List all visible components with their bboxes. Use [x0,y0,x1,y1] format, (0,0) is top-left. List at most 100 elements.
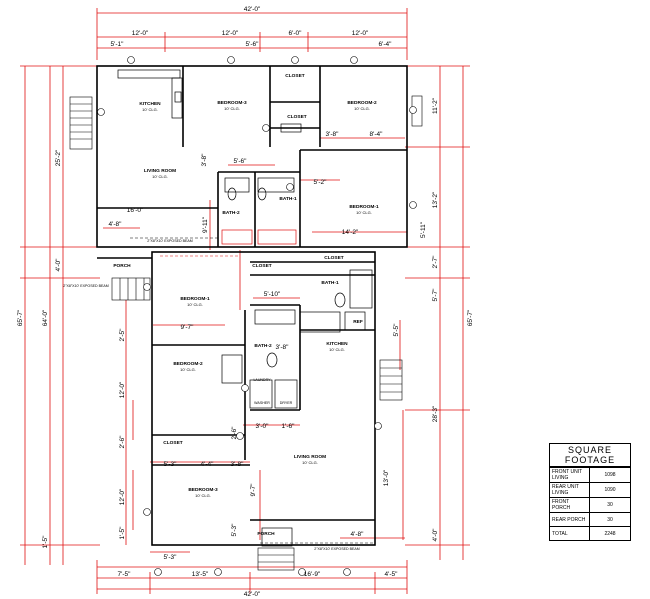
dim-bottom-2: 13'-5" [192,571,209,578]
interior-dimensions: 16'-0" 4'-8" 14'-2" 3'-8" 8'-4" 5'-6" 5'… [109,131,400,538]
dim-int-i: 5'-10" [264,291,281,298]
table-row: FRONT PORCH 30 [550,497,630,513]
dim-left-3: 4'-0" [55,258,62,272]
dim-right-2: 13'-2" [432,191,439,208]
dim-int-j: 9'-7" [181,324,195,331]
dim-left-6: 2'-6" [119,435,126,449]
dim-int-h: 9'-11" [202,216,209,233]
table-row: TOTAL 2248 [550,526,630,540]
square-footage-title: SQUARE FOOTAGE [550,444,630,467]
dim-bottom-4: 4'-5" [385,571,399,578]
room-dryer: DRYER [280,401,293,405]
room-bedroom3-rear: BEDROOM-3 [188,487,218,493]
room-closet-5: CLOSET [163,440,183,446]
bottom-dimensions: 7'-5" 13'-5" 16'-9" 4'-5" 5'-3" [118,554,399,578]
grid-markers [97,56,417,576]
dim-right-5: 5'-7" [432,288,439,302]
row-value: 2248 [589,526,630,540]
beam-note-front: 2"X8"X10' EXPOSED BEAM [147,239,193,243]
table-row: FRONT UNIT LIVING 1098 [550,467,630,483]
dim-int-k: 3'-8" [276,344,290,351]
room-bedroom1-front: BEDROOM-1 [349,204,379,210]
room-closet-1: CLOSET [285,73,305,79]
clg-kitchen-rear: 10' CLG. [329,347,345,352]
clg-bedroom2-front: 10' CLG. [354,106,370,111]
clg-bedroom1-rear: 10' CLG. [187,302,203,307]
dim-top-2: 12'-0" [222,30,239,37]
clg-bedroom2-rear: 10' CLG. [180,367,196,372]
clg-living-rear: 10' CLG. [302,460,318,465]
row-value: 1098 [589,467,630,483]
room-living-rear: LIVING ROOM [294,454,326,460]
dim-int-f: 5'-6" [234,158,248,165]
room-living-front: LIVING ROOM [144,168,176,174]
room-kitchen-rear: KITCHEN [326,341,348,347]
dim-bottom-total: 42'-0" [244,591,261,598]
clg-bedroom3-front: 10' CLG. [224,106,240,111]
dim-right-4: 2'-7" [432,255,439,269]
dim-top-5: 5'-1" [111,41,125,48]
dim-bottom-5: 5'-3" [164,554,178,561]
row-label: FRONT UNIT LIVING [550,467,590,483]
dim-left-8: 1'-5" [42,535,49,549]
dim-right-3: 5'-11" [420,221,427,238]
dim-int-p: 3'-8" [231,461,245,468]
dim-top-total: 42'-0" [244,6,261,13]
dim-int-a: 16'-0" [127,207,144,214]
top-dimensions: 12'-0" 12'-0" 6'-0" 12'-0" 5'-1" 5'-6" 6… [111,30,393,48]
dim-right-6: 28'-3" [432,405,439,422]
dim-top-6: 5'-6" [246,41,260,48]
clg-bedroom1-front: 10' CLG. [356,210,372,215]
dim-top-4: 12'-0" [352,30,369,37]
dim-int-b: 4'-8" [109,221,123,228]
dim-int-e: 8'-4" [370,131,384,138]
room-ref: REF [353,319,363,325]
room-bath1-rear: BATH-1 [321,280,339,286]
table-row: REAR UNIT LIVING 1090 [550,482,630,498]
row-value: 1090 [589,482,630,498]
fixtures [117,69,373,547]
clg-bedroom3-rear: 10' CLG. [195,493,211,498]
room-washer: WASHER [254,401,270,405]
dim-top-3: 6'-0" [289,30,303,37]
room-bedroom2-front: BEDROOM-2 [347,100,377,106]
stairs [69,95,423,571]
row-value: 30 [589,497,630,513]
dim-right-total: 65'-7" [467,309,474,326]
dim-left-2: 64'-0" [42,309,49,326]
dim-bottom-3: 16'-9" [304,571,321,578]
dim-left-4: 2'-5" [119,328,126,342]
square-footage-table: SQUARE FOOTAGE FRONT UNIT LIVING 1098 RE… [549,443,631,541]
dim-left-7: 12'-0" [119,488,126,505]
dim-int-c: 14'-2" [342,229,359,236]
room-closet-2: CLOSET [287,114,307,120]
dim-int-o: 4'-4" [201,461,215,468]
row-label: REAR UNIT LIVING [550,482,590,498]
room-kitchen-front: KITCHEN [139,101,161,107]
room-bedroom3-front: BEDROOM-3 [217,100,247,106]
dim-int-r: 4'-8" [351,531,365,538]
square-footage-rows: FRONT UNIT LIVING 1098 REAR UNIT LIVING … [550,467,630,540]
dim-left-total: 65'-7" [17,309,24,326]
dim-top-1: 12'-0" [132,30,149,37]
row-label: REAR PORCH [550,512,590,527]
room-bath2-front: BATH-2 [222,210,240,216]
room-bedroom1-rear: BEDROOM-1 [180,296,210,302]
right-dimensions: 11'-2" 13'-2" 5'-11" 2'-7" 5'-7" 28'-3" … [420,97,439,541]
dim-int-w: 3'-8" [201,153,208,167]
row-label: FRONT PORCH [550,497,590,513]
dim-int-u: 9'-7" [250,483,257,497]
room-bedroom2-rear: BEDROOM-2 [173,361,203,367]
room-closet-4: CLOSET [252,263,272,269]
left-dimensions: 25'-2" 64'-0" 4'-0" 2'-5" 12'-0" 2'-6" 1… [42,149,126,548]
overall-dimensions: 42'-0" 42'-0" 65'-7" 65'-7" [17,6,474,598]
room-porch-rear: PORCH [257,531,275,537]
dim-int-v: 5'-5" [393,323,400,337]
dim-right-7: 4'-0" [432,528,439,542]
dim-int-d: 3'-8" [326,131,340,138]
dim-bottom-1: 7'-5" [118,571,132,578]
room-laundry: LAUNDRY [253,378,271,382]
room-bath2-rear: BATH-2 [254,343,272,349]
beam-note-side: 2"X8"X10' EXPOSED BEAM [63,284,109,288]
